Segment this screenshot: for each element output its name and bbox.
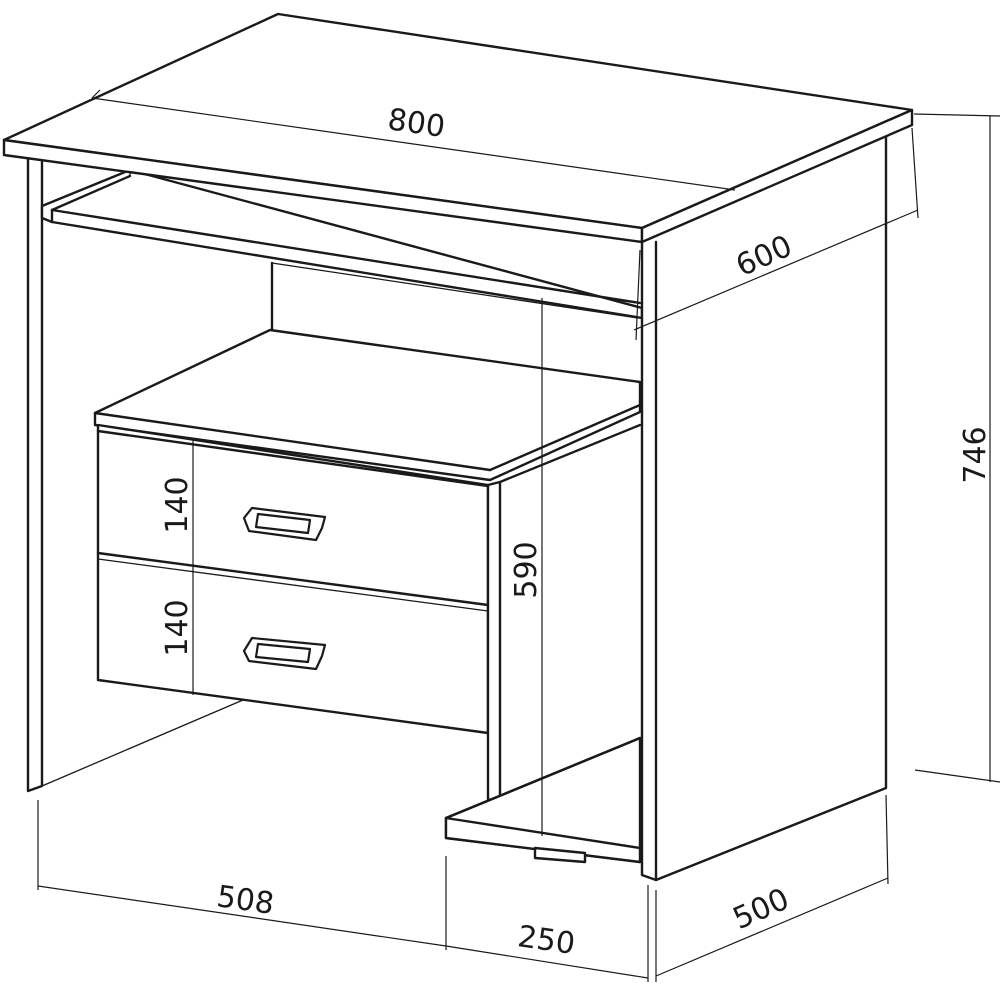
base-shelf bbox=[444, 736, 642, 864]
dim-total-height bbox=[913, 113, 1000, 783]
back-panel-top-edge bbox=[271, 262, 639, 319]
label-side-depth: 500 bbox=[728, 882, 795, 937]
tabletop bbox=[2, 12, 914, 244]
dim-side-depth bbox=[655, 794, 889, 982]
dim-base-left bbox=[37, 800, 447, 950]
left-panel-bottom bbox=[41, 699, 244, 787]
label-drawer-lower: 140 bbox=[160, 599, 195, 656]
label-top-width: 800 bbox=[386, 102, 448, 145]
dim-base-shelf bbox=[445, 885, 649, 982]
label-base-shelf: 250 bbox=[516, 919, 578, 962]
middle-shelf bbox=[93, 328, 642, 482]
label-unit-height: 590 bbox=[509, 541, 544, 598]
drawer-divider bbox=[96, 551, 490, 607]
label-base-left: 508 bbox=[215, 879, 277, 922]
label-total-height: 746 bbox=[958, 426, 993, 483]
handle-lower-icon bbox=[242, 636, 327, 671]
dim-top-depth bbox=[633, 127, 919, 341]
handle-upper-icon bbox=[242, 506, 327, 542]
base-foot bbox=[533, 846, 587, 864]
left-side-panel bbox=[26, 153, 44, 793]
dim-top-width bbox=[91, 89, 736, 191]
label-drawer-upper: 140 bbox=[160, 476, 195, 533]
